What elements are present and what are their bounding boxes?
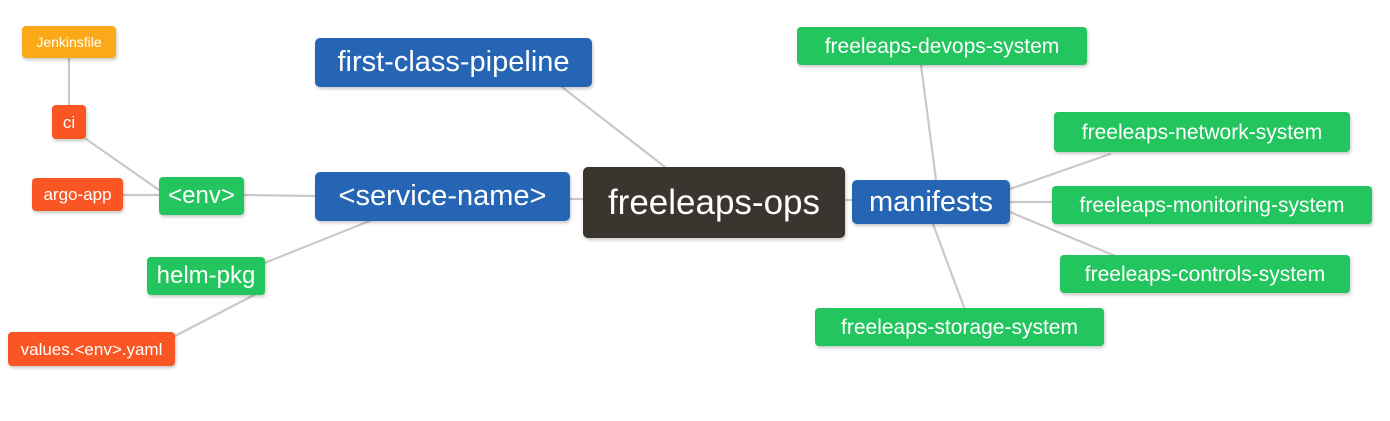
node-freeleaps-controls-system-label: freeleaps-controls-system bbox=[1084, 262, 1326, 286]
node-argo-app[interactable]: argo-app bbox=[32, 178, 123, 211]
node-freeleaps-storage-system-label: freeleaps-storage-system bbox=[841, 315, 1078, 339]
node-helm-pkg-label: helm-pkg bbox=[156, 262, 256, 289]
node-manifests[interactable]: manifests bbox=[852, 180, 1010, 224]
node-freeleaps-network-system[interactable]: freeleaps-network-system bbox=[1054, 112, 1350, 152]
node-freeleaps-monitoring-system[interactable]: freeleaps-monitoring-system bbox=[1052, 186, 1372, 224]
node-jenkinsfile[interactable]: Jenkinsfile bbox=[22, 26, 116, 58]
node-first-class-pipeline[interactable]: first-class-pipeline bbox=[315, 38, 592, 87]
node-freeleaps-monitoring-system-label: freeleaps-monitoring-system bbox=[1079, 193, 1345, 217]
node-first-class-pipeline-label: first-class-pipeline bbox=[337, 46, 570, 78]
node-argo-app-label: argo-app bbox=[43, 185, 112, 204]
node-ci-label: ci bbox=[62, 112, 76, 132]
node-freeleaps-controls-system[interactable]: freeleaps-controls-system bbox=[1060, 255, 1350, 293]
node-jenkinsfile-label: Jenkinsfile bbox=[36, 34, 102, 50]
node-helm-pkg[interactable]: helm-pkg bbox=[147, 257, 265, 295]
node-values-yaml[interactable]: values.<env>.yaml bbox=[8, 332, 175, 366]
node-manifests-label: manifests bbox=[868, 185, 994, 218]
node-service-name-label: <service-name> bbox=[338, 180, 547, 212]
node-env-label: <env> bbox=[168, 182, 235, 209]
node-freeleaps-devops-system[interactable]: freeleaps-devops-system bbox=[797, 27, 1087, 65]
node-freeleaps-ops-root[interactable]: freeleaps-ops bbox=[583, 167, 845, 238]
node-freeleaps-storage-system[interactable]: freeleaps-storage-system bbox=[815, 308, 1104, 346]
node-values-yaml-label: values.<env>.yaml bbox=[20, 339, 163, 359]
node-env[interactable]: <env> bbox=[159, 177, 244, 215]
node-freeleaps-devops-system-label: freeleaps-devops-system bbox=[824, 34, 1060, 58]
node-freeleaps-network-system-label: freeleaps-network-system bbox=[1081, 120, 1323, 144]
node-freeleaps-ops-label: freeleaps-ops bbox=[607, 183, 821, 222]
node-ci[interactable]: ci bbox=[52, 105, 86, 139]
node-service-name[interactable]: <service-name> bbox=[315, 172, 570, 221]
